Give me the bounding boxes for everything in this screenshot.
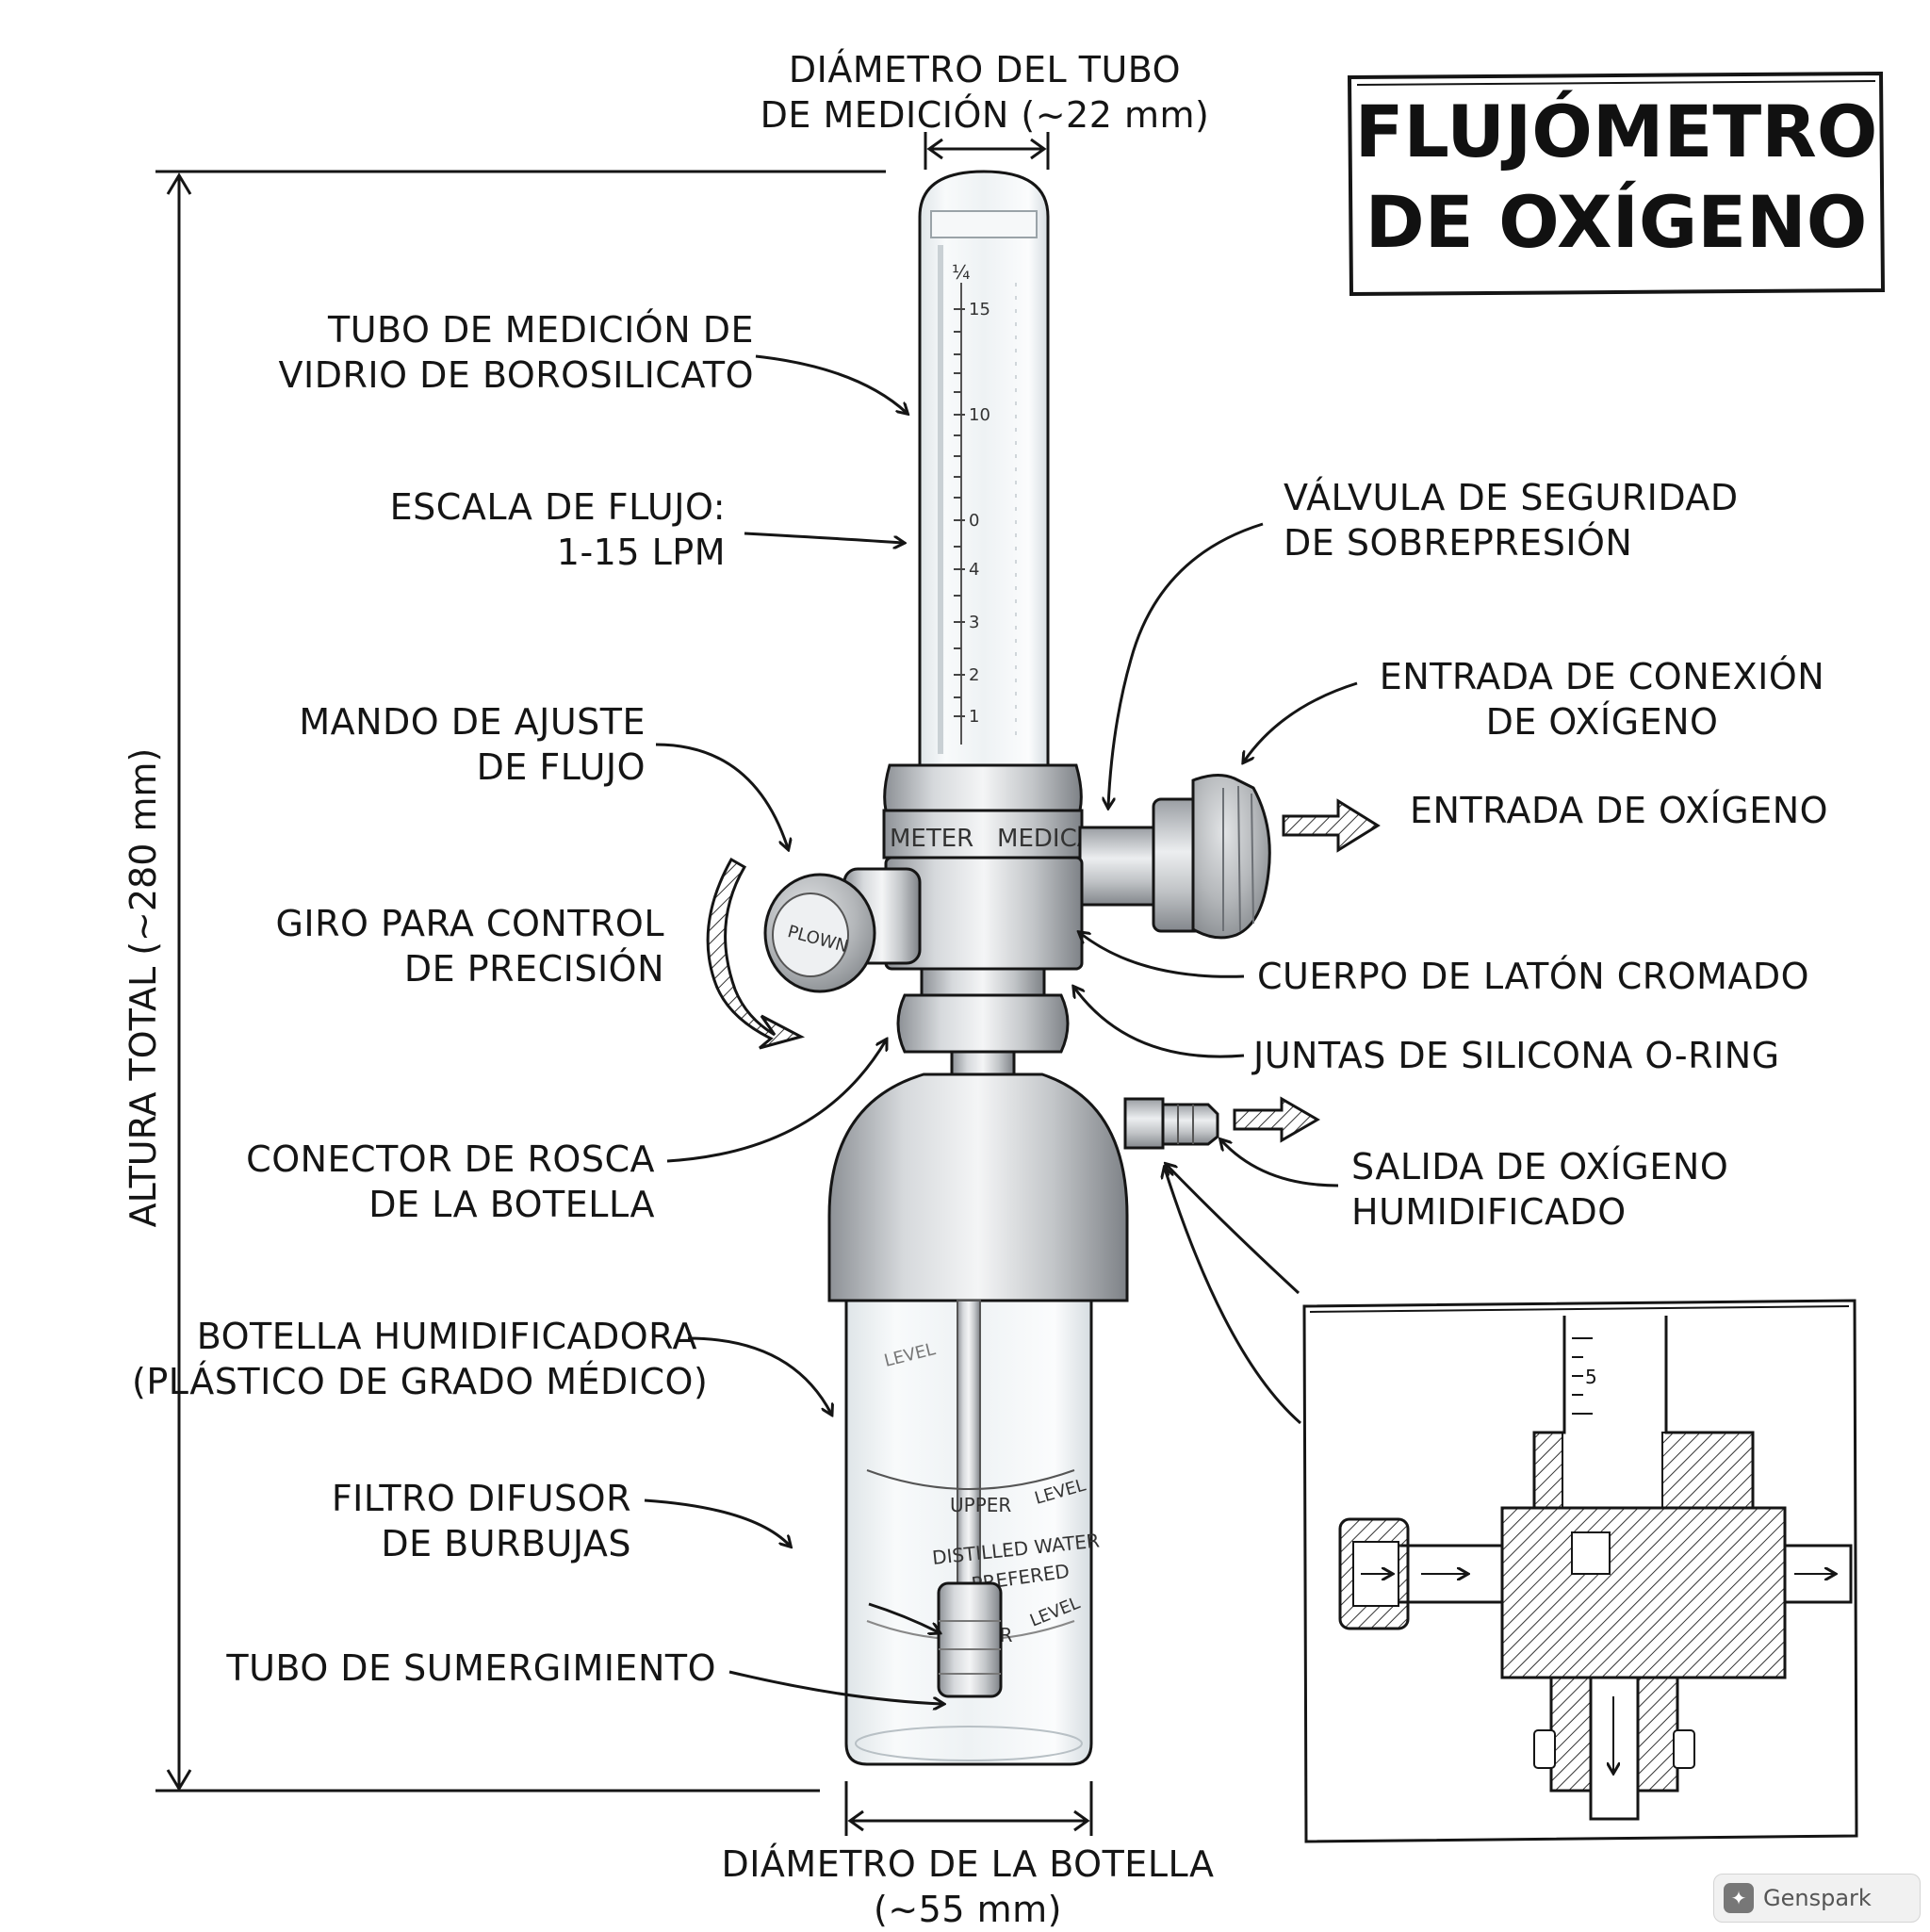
label-dip-tube: TUBO DE SUMERGIMIENTO (226, 1647, 716, 1689)
label-bottle: BOTELLA HUMIDIFICADORA (PLÁSTICO DE GRAD… (132, 1314, 709, 1404)
rotation-arrow (706, 857, 806, 1050)
label-scale-line-2: 1-15 LPM (556, 532, 726, 573)
label-bottle-line-1: BOTELLA HUMIDIFICADORA (196, 1316, 697, 1357)
label-rotation-line-1: GIRO PARA CONTROL (275, 903, 664, 944)
label-outlet-line-1: SALIDA DE OXÍGENO (1351, 1146, 1729, 1187)
label-scale-line-1: ESCALA DE FLUJO: (389, 486, 726, 528)
bottle-diameter-dimension (844, 1781, 1093, 1836)
cutaway-inset (1302, 1299, 1858, 1843)
label-safety-valve-line-1: VÁLVULA DE SEGURIDAD (1284, 477, 1739, 518)
leader-arrows (644, 354, 1358, 1704)
collar (882, 763, 1084, 860)
bottle-upper: UPPER (950, 1494, 1011, 1516)
measurement-tube (918, 170, 1050, 767)
label-inlet-connection-line-1: ENTRADA DE CONEXIÓN (1379, 656, 1825, 697)
label-knob: MANDO DE AJUSTE DE FLUJO (217, 699, 646, 790)
total-height-dimension (155, 170, 886, 1793)
label-knob-line-1: MANDO DE AJUSTE (299, 701, 646, 743)
label-rotation-line-2: DE PRECISIÓN (403, 948, 664, 990)
bottle-cap (827, 1072, 1219, 1302)
diffuser-filter (937, 1581, 1003, 1698)
tube-diameter-line-2: DE MEDICIÓN (~22 mm) (760, 94, 1210, 136)
label-outlet: SALIDA DE OXÍGENO HUMIDIFICADO (1351, 1144, 1747, 1235)
title-frame (1347, 72, 1886, 296)
inlet-flow-arrow (1282, 798, 1381, 853)
label-tube-line-2: VIDRIO DE BOROSILICATO (278, 354, 754, 396)
scale-label-3: 3 (969, 613, 979, 632)
bottle-diameter-line-2: (~55 mm) (874, 1889, 1062, 1930)
label-diffuser-line-1: FILTRO DIFUSOR (331, 1478, 631, 1519)
label-safety-valve-line-2: DE SOBREPRESIÓN (1284, 522, 1633, 564)
inlet-arm (1078, 774, 1271, 940)
label-tube-line-1: TUBO DE MEDICIÓN DE (328, 309, 754, 351)
tube-diameter-label: DIÁMETRO DEL TUBO DE MEDICIÓN (~22 mm) (735, 47, 1235, 138)
label-bottle-connector-line-2: DE LA BOTELLA (368, 1184, 655, 1225)
label-outlet-line-2: HUMIDIFICADO (1351, 1191, 1627, 1233)
outlet-flow-arrow (1233, 1096, 1320, 1143)
scale-label-10: 10 (969, 405, 990, 425)
label-tube: TUBO DE MEDICIÓN DE VIDRIO DE BOROSILICA… (264, 307, 754, 398)
label-oxygen-inlet: ENTRADA DE OXÍGENO (1410, 790, 1829, 831)
total-height-label: ALTURA TOTAL (~280 mm) (123, 747, 164, 1228)
collar-text: METER MEDICAL (890, 825, 1108, 853)
label-bottle-line-2: (PLÁSTICO DE GRADO MÉDICO) (132, 1361, 709, 1402)
inset-scale-label: 5 (1585, 1366, 1597, 1388)
flow-knob (763, 867, 922, 993)
label-diffuser: FILTRO DIFUSOR DE BURBUJAS (283, 1476, 631, 1566)
label-inlet-connection-line-2: DE OXÍGENO (1485, 701, 1719, 743)
title-line-1: FLUJÓMETRO (1354, 90, 1878, 173)
tube-diameter-dimension (924, 132, 1050, 170)
scale-label-0: 0 (969, 511, 979, 531)
tube-diameter-line-1: DIÁMETRO DEL TUBO (788, 49, 1182, 90)
brand-name: Genspark (1763, 1885, 1872, 1911)
scale-top-mark: ¼ (952, 261, 970, 284)
title-line-2: DE OXÍGENO (1365, 180, 1868, 264)
label-o-rings: JUNTAS DE SILICONA O-RING (1253, 1035, 1780, 1076)
scale-label-15: 15 (969, 300, 990, 319)
label-knob-line-2: DE FLUJO (476, 746, 646, 788)
genspark-badge[interactable]: ✦ Genspark (1713, 1874, 1921, 1923)
diagram-title: FLUJÓMETRO DE OXÍGENO (1346, 87, 1887, 268)
sparkle-icon: ✦ (1724, 1883, 1754, 1913)
scale-label-1: 1 (969, 707, 979, 727)
label-scale: ESCALA DE FLUJO: 1-15 LPM (283, 484, 726, 575)
label-safety-valve: VÁLVULA DE SEGURIDAD DE SOBREPRESIÓN (1284, 475, 1755, 565)
label-body: CUERPO DE LATÓN CROMADO (1257, 956, 1810, 997)
label-bottle-connector-line-1: CONECTOR DE ROSCA (246, 1138, 655, 1180)
scale-label-2: 2 (969, 665, 979, 685)
label-diffuser-line-2: DE BURBUJAS (381, 1523, 631, 1564)
o-ring-connector (896, 993, 1070, 1086)
label-bottle-connector: CONECTOR DE ROSCA DE LA BOTELLA (226, 1137, 655, 1227)
label-rotation: GIRO PARA CONTROL DE PRECISIÓN (226, 901, 664, 991)
bottle-diameter-line-1: DIÁMETRO DE LA BOTELLA (721, 1843, 1215, 1885)
flow-scale (954, 308, 965, 717)
bottle-diameter-label: DIÁMETRO DE LA BOTELLA (~55 mm) (718, 1842, 1218, 1932)
label-inlet-connection: ENTRADA DE CONEXIÓN DE OXÍGENO (1366, 654, 1838, 745)
scale-label-4: 4 (969, 560, 979, 580)
humidifier-bottle (844, 1299, 1093, 1766)
